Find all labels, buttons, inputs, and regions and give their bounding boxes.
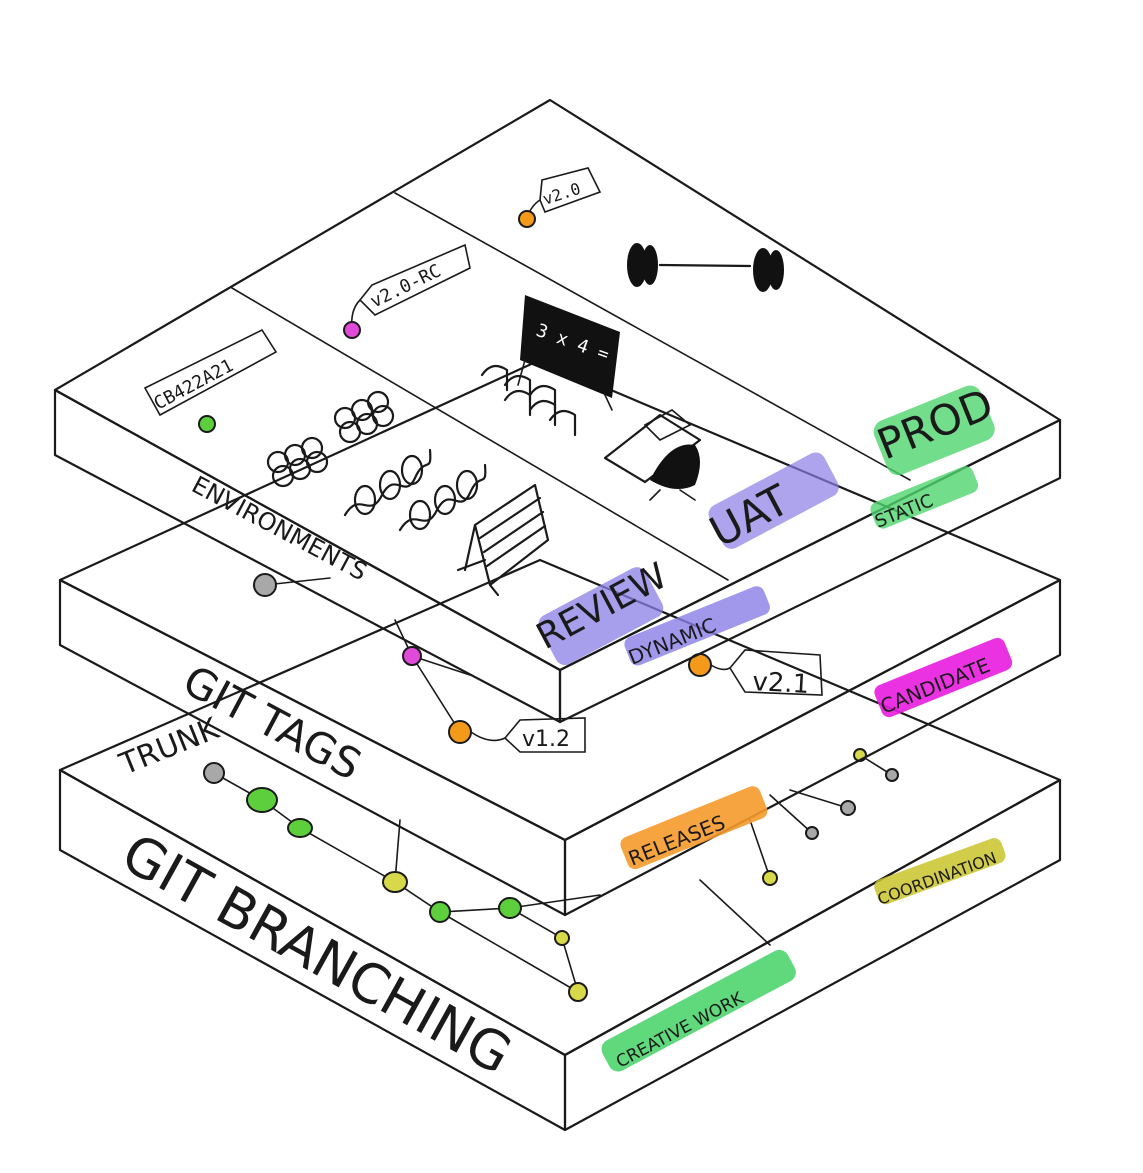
rc-node	[343, 321, 361, 339]
branch-node	[382, 871, 408, 893]
chain-links-icon	[266, 390, 395, 488]
branch-node	[554, 930, 570, 946]
branch-node	[429, 901, 451, 923]
environments-label: ENVIRONMENTS	[187, 471, 371, 587]
prod-highlight	[873, 385, 995, 476]
coordination-badge-highlight	[874, 838, 1006, 905]
uat-prod-divider	[394, 192, 911, 481]
branch-node	[203, 762, 225, 784]
static-highlight	[870, 466, 979, 529]
hurdle-icon	[456, 483, 550, 597]
review-highlight	[538, 567, 664, 666]
commit-tag: CB422A21	[143, 328, 278, 417]
release-tag-label: v2.0	[540, 179, 583, 209]
springs-icon	[343, 448, 487, 532]
classroom-icon: 3 x 4 = ?	[480, 295, 632, 437]
branch-node	[840, 800, 856, 816]
releases-badge-highlight	[620, 786, 768, 870]
branch-node	[287, 818, 313, 838]
branch-node	[762, 870, 778, 886]
uat-highlight	[708, 452, 839, 549]
branch-node	[568, 982, 588, 1002]
branching-zone-divider	[699, 879, 771, 946]
branch-node	[246, 787, 278, 813]
creative-work-badge-highlight	[601, 949, 796, 1072]
branch-node	[498, 897, 522, 919]
tag-node	[448, 720, 472, 744]
tags-right-face	[563, 578, 1062, 917]
tag-v12-shape	[503, 717, 586, 753]
branch-node	[805, 826, 819, 840]
tag-node	[402, 646, 422, 666]
tag-v21-label: v2.1	[752, 667, 810, 700]
candidate-badge-highlight	[874, 637, 1013, 718]
environments-layer: CB422A21 v2.0-RC v2.0	[53, 98, 1062, 724]
barbell-icon	[627, 243, 784, 292]
tag-v21-shape	[729, 649, 823, 696]
commit-node	[198, 415, 216, 433]
release-node	[518, 210, 536, 228]
branching-right-face	[563, 778, 1062, 1132]
release-tag: v2.0	[539, 167, 602, 214]
git-branching-label: GIT BRANCHING	[112, 821, 522, 1087]
branch-node	[885, 768, 899, 782]
tag-v12-label: v1.2	[522, 727, 570, 752]
rc-tag: v2.0-RC	[358, 243, 471, 316]
office-desk-icon	[603, 409, 702, 501]
tag-node	[253, 573, 277, 597]
dynamic-highlight	[624, 586, 770, 666]
review-uat-divider	[231, 287, 729, 581]
